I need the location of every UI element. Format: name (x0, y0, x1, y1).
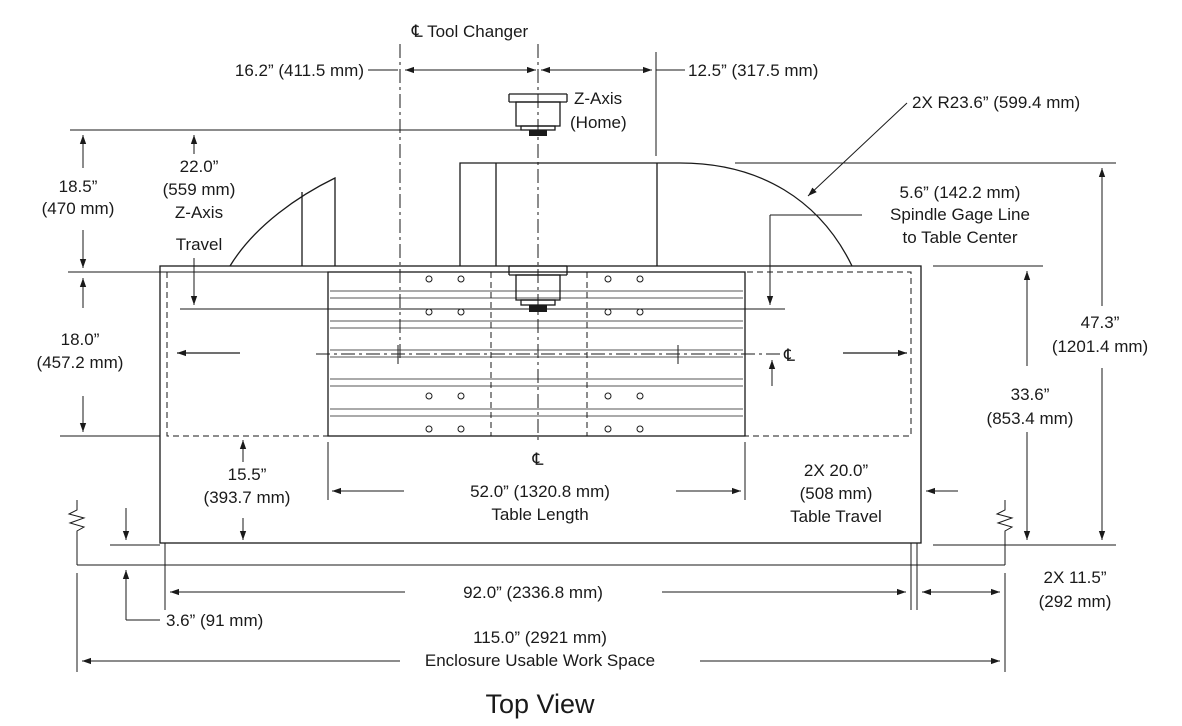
centerlines (316, 44, 780, 444)
view-title: Top View (485, 689, 595, 719)
travel-envelope (166, 271, 912, 437)
table-holes (425, 275, 644, 433)
spindle-label-3: to Table Center (903, 228, 1018, 247)
dim-22-in: 22.0” (180, 157, 219, 176)
table-length-label: Table Length (491, 505, 588, 524)
table-travel-dim-mm: (508 mm) (800, 484, 873, 503)
z-axis-home-2: (Home) (570, 113, 627, 132)
dim-22-label-1: Z-Axis (175, 203, 223, 222)
dimensions (60, 52, 1116, 672)
dim-15-5-mm: (393.7 mm) (204, 488, 291, 507)
table-slots (330, 272, 743, 436)
dim-15-5-in: 15.5” (228, 465, 267, 484)
dim-18-0-in: 18.0” (61, 330, 100, 349)
labels: ℄ Tool Changer 16.2” (411.5 mm) 12.5” (3… (37, 22, 1149, 719)
dim-18-0-mm: (457.2 mm) (37, 353, 124, 372)
column-outline (459, 162, 853, 267)
z-axis-home-1: Z-Axis (574, 89, 622, 108)
centerline-v-label: ℄ (532, 450, 544, 469)
spindle-label-2: Spindle Gage Line (890, 205, 1030, 224)
dim-22-mm: (559 mm) (163, 180, 236, 199)
dim-22-label-2: Travel (176, 235, 223, 254)
table-travel-dim-in: 2X 20.0” (804, 461, 869, 480)
table-travel-label: Table Travel (790, 507, 882, 526)
dim-47-3-mm: (1201.4 mm) (1052, 337, 1148, 356)
dim-33-6-mm: (853.4 mm) (987, 409, 1074, 428)
dim-92-0: 92.0” (2336.8 mm) (463, 583, 603, 602)
dim-18-5-mm: (470 mm) (42, 199, 115, 218)
enclosure-label: Enclosure Usable Work Space (425, 651, 655, 670)
dim-11-5-in: 2X 11.5” (1043, 568, 1106, 587)
left-tc-dim: 16.2” (411.5 mm) (235, 61, 364, 80)
dim-33-6-in: 33.6” (1011, 385, 1050, 404)
centerline-h-label: ℄ (783, 346, 795, 365)
table-length-dim: 52.0” (1320.8 mm) (470, 482, 610, 501)
left-guard-outline (229, 176, 336, 267)
radius-label: 2X R23.6” (599.4 mm) (912, 93, 1080, 112)
tool-changer-label: ℄ Tool Changer (411, 22, 529, 41)
spindle-label-1: 5.6” (142.2 mm) (900, 183, 1021, 202)
dim-47-3-in: 47.3” (1081, 313, 1120, 332)
dim-115-0: 115.0” (2921 mm) (473, 628, 607, 647)
dim-11-5-mm: (292 mm) (1039, 592, 1112, 611)
dim-3-6: 3.6” (91 mm) (166, 611, 263, 630)
right-tc-dim: 12.5” (317.5 mm) (688, 61, 818, 80)
dim-18-5-in: 18.5” (59, 177, 98, 196)
